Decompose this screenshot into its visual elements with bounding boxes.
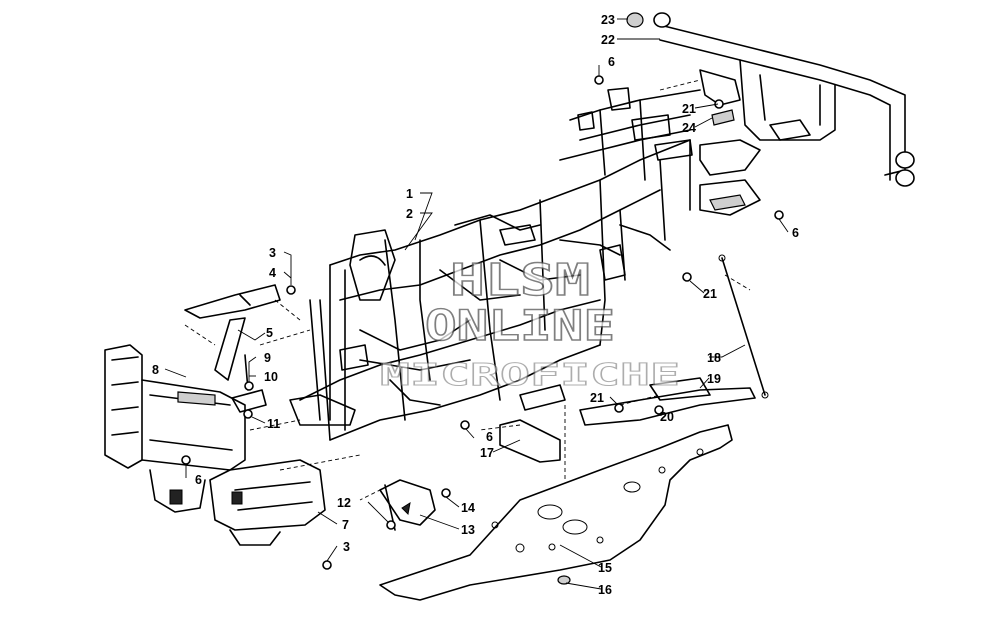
callout-3: 3 (343, 540, 350, 554)
skid-plate (379, 424, 733, 601)
fasteners (181, 12, 784, 585)
callout-21: 21 (682, 102, 696, 116)
callout-23: 23 (601, 13, 615, 27)
callout-17: 17 (480, 446, 494, 460)
callout-24: 24 (682, 121, 696, 135)
callout-8: 8 (152, 363, 159, 377)
rear-footrest (579, 377, 756, 426)
reference-lines (184, 79, 751, 501)
front-brace-bar (214, 317, 246, 381)
callout-2: 2 (406, 207, 413, 221)
callout-6: 6 (608, 55, 615, 69)
callout-21: 21 (703, 287, 717, 301)
watermark-line1: HLSM (450, 255, 590, 306)
callout-14: 14 (461, 501, 475, 515)
watermark-line2: ONLINE (425, 301, 615, 350)
callout-labels: 1 2 3 4 5 6 6 6 6 7 3 8 9 10 11 12 13 14… (152, 13, 799, 597)
callout-6: 6 (486, 430, 493, 444)
watermark: HLSM ONLINE MICROFICHE (380, 254, 681, 393)
callout-3: 3 (269, 246, 276, 260)
front-bumper (104, 344, 326, 546)
callout-12: 12 (337, 496, 351, 510)
tie-rod (718, 254, 769, 399)
rear-rack (653, 12, 915, 216)
callout-4: 4 (269, 266, 276, 280)
callout-5: 5 (266, 326, 273, 340)
callout-9: 9 (264, 351, 271, 365)
callout-7: 7 (342, 518, 349, 532)
callout-22: 22 (601, 33, 615, 47)
main-frame (289, 87, 701, 441)
callout-15: 15 (598, 561, 612, 575)
front-brace-plate (184, 284, 281, 319)
callout-16: 16 (598, 583, 612, 597)
callout-6: 6 (195, 473, 202, 487)
callout-1: 1 (406, 187, 413, 201)
callout-18: 18 (707, 351, 721, 365)
watermark-line3: MICROFICHE (380, 358, 680, 393)
callout-21: 21 (590, 391, 604, 405)
callout-19: 19 (707, 372, 721, 386)
callout-11: 11 (267, 417, 280, 431)
floor-plate (499, 419, 561, 463)
leader-lines (164, 18, 789, 590)
callout-13: 13 (461, 523, 475, 537)
callout-20: 20 (660, 410, 674, 424)
callout-6: 6 (792, 226, 799, 240)
callout-10: 10 (264, 370, 278, 384)
